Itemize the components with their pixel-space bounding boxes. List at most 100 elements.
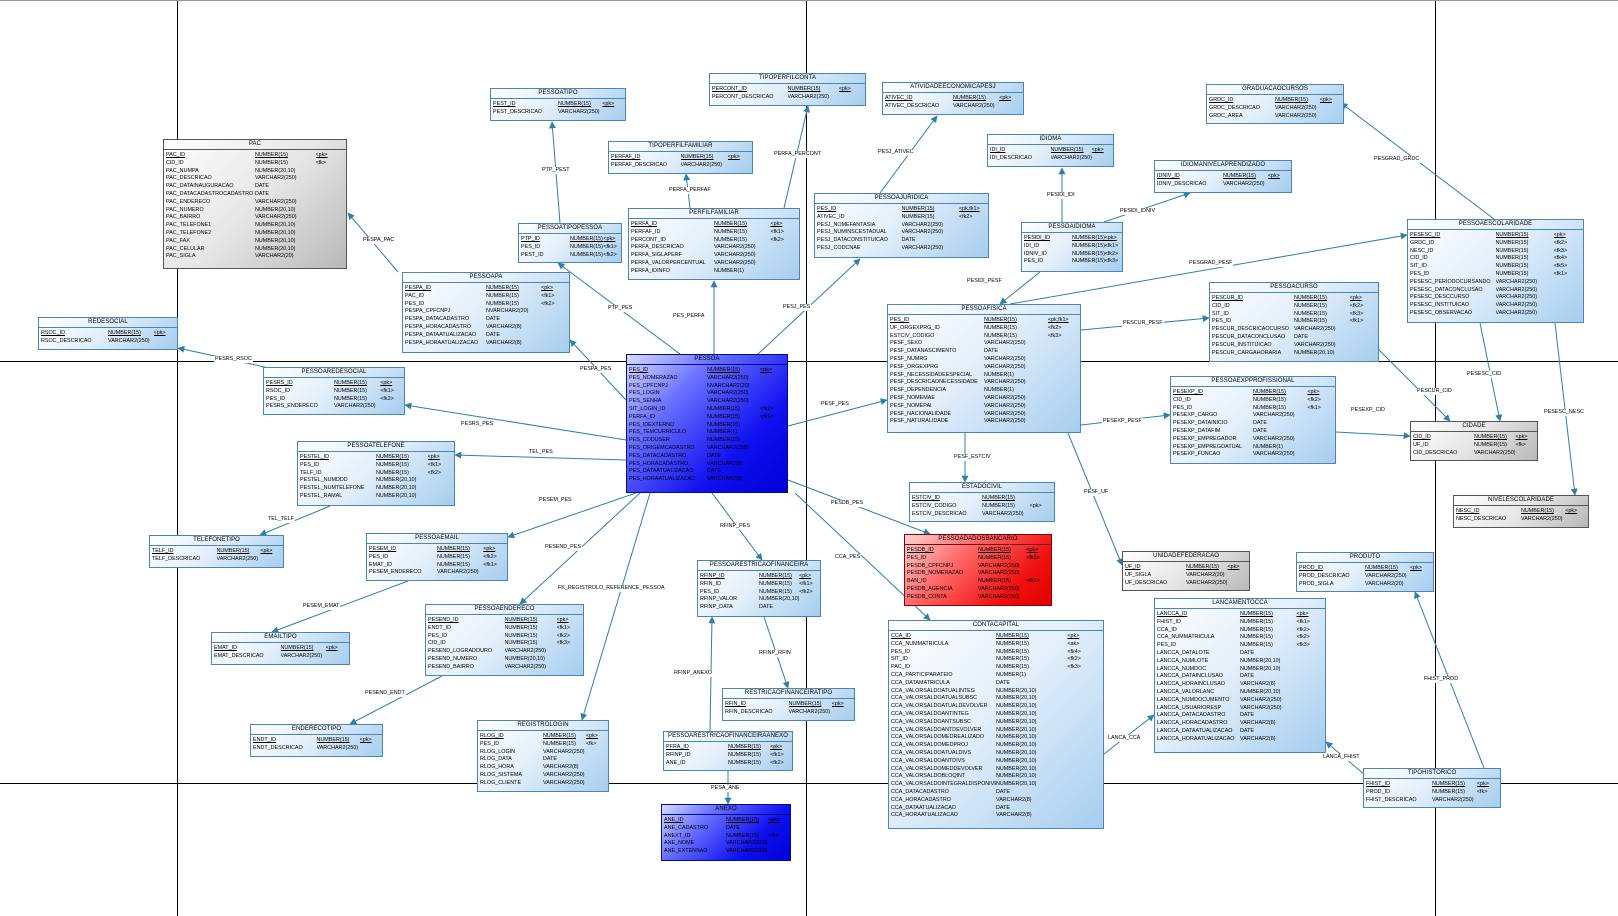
relationship-label-pescur_cid[interactable]: PESCUR_CID	[1416, 388, 1453, 395]
relationship-label-ptp_pest[interactable]: PTP_PEST	[541, 167, 571, 174]
relationship-label-pesf_pac[interactable]: PESPA_PAC	[362, 237, 396, 244]
relationship-label-pesdb_pes[interactable]: PESDB_PES	[830, 500, 865, 507]
relationship-label-pesj_pes[interactable]: PESJ_PES	[782, 304, 812, 311]
relationship-label-lanca_fhist[interactable]: LANCA_FHIST	[1322, 754, 1361, 761]
relationship-label-pescur_pesf[interactable]: PESCUR_PESF	[1122, 320, 1164, 327]
column-key	[760, 476, 785, 484]
column-key	[1296, 673, 1323, 681]
relationship-label-pesesc_cid[interactable]: PESESC_CID	[1466, 371, 1503, 378]
column-name: CCA_VALORSALDOBLOQINT	[891, 773, 966, 780]
column-key: <pk>	[727, 154, 740, 160]
column-type: VARCHAR2(8)	[1240, 720, 1276, 727]
relationship-label-pesa_ane[interactable]: PESA_ANE	[710, 785, 741, 792]
column-name: LANCCA_DATALOTE	[1157, 649, 1210, 656]
relationship-line-pessoa-to-registrologin[interactable]	[580, 492, 651, 721]
relationship-label-pesgrad_pesf[interactable]: PESGRAD_PESF	[1188, 260, 1234, 267]
relationship-label-pesesc_nesc[interactable]: PESESC_NESC	[1543, 409, 1585, 416]
relationship-line-pessoaidioma-to-pessoafisica[interactable]	[999, 271, 1041, 305]
column-name: PES_ID	[428, 632, 448, 639]
relationship-label-perfa_perfaf[interactable]: PERFA_PERFAF	[668, 187, 712, 194]
relationship-label-pesf_pes[interactable]: PESF_PES	[820, 401, 850, 408]
relationship-line-pessoafisica-to-unidadefederacao[interactable]	[1067, 432, 1123, 566]
relationship-label-pesend_endt[interactable]: PESEND_ENDT	[364, 690, 406, 697]
relationship-label-pesf_uf[interactable]: PESF_UF	[1083, 489, 1110, 496]
relationship-label-pesexp_pesf[interactable]: PESEXP_PESF	[1102, 418, 1143, 425]
relationship-label-tel_telf[interactable]: TEL_TELF	[267, 516, 296, 523]
relationship-label-fk_registrologin[interactable]: FK_REGISTROLO_REFERENCE_PESSOA	[557, 585, 666, 592]
relationship-label-ptp_pes[interactable]: PTP_PES	[607, 305, 634, 312]
column-type: NUMBER(15)	[1495, 232, 1529, 238]
relationship-line-pessoaendereco-to-enderecotipo[interactable]	[349, 675, 443, 725]
column-type: VARCHAR2(250)	[1253, 435, 1295, 442]
relationship-label-cca_pes[interactable]: CCA_PES	[834, 554, 862, 561]
relationship-label-pesidi_idi[interactable]: PESIDI_IDI	[1046, 192, 1076, 199]
relationship-label-pesend_pes[interactable]: PESEND_PES	[544, 544, 582, 551]
relationship-label-perfa_percont[interactable]: PERFA_PERCONT	[773, 151, 823, 158]
relationship-label-pesf_estciv[interactable]: PESF_ESTCIV	[953, 454, 992, 461]
relationship-label-rfinp_anexo[interactable]: RFINP_ANEXO	[673, 670, 714, 677]
relationship-label-pespa_pes[interactable]: PESPA_PES	[579, 366, 613, 373]
relationship-line-pessoa-to-pessoaredesocial[interactable]	[404, 402, 627, 441]
relationship-label-pesidi_idniv[interactable]: PESIDI_IDNIV	[1119, 208, 1157, 215]
relationship-label-pesgrad_grdc[interactable]: PESGRAD_GRDC	[1373, 156, 1421, 163]
relationship-label-lanca_cca[interactable]: LANCA_CCA	[1107, 735, 1142, 742]
relationship-label-pesrs_rsoc[interactable]: PESRS_RSOC	[214, 356, 253, 363]
relationship-label-rfinp_pes[interactable]: RFINP_PES	[719, 523, 751, 530]
relationship-label-pes_perfa[interactable]: PES_PERFA	[672, 313, 706, 320]
relationship-label-fhist_prod[interactable]: FHIST_PROD	[1423, 676, 1460, 683]
relationship-label-tel_pes[interactable]: TEL_PES	[528, 449, 554, 456]
relationship-label-pesrs_pes[interactable]: PESRS_PES	[460, 421, 495, 428]
relationship-label-pesj_ativec[interactable]: PESJ_ATIVEC	[877, 149, 915, 156]
relationship-label-pesidi_pesf[interactable]: PESIDI_PESF	[966, 278, 1003, 285]
relationship-line-pessoaexpprofissional-to-cidade[interactable]	[1335, 431, 1411, 440]
relationship-label-rfinp_rfin[interactable]: RFINP_RFIN	[758, 650, 792, 657]
relationship-label-pesem_emat[interactable]: PESEM_EMAT	[302, 603, 341, 610]
relationship-label-pesem_pes[interactable]: PESEM_PES	[538, 497, 573, 504]
relationship-label-pesexp_cid[interactable]: PESEXP_CID	[1350, 407, 1386, 414]
column-type: VARCHAR2(20)	[255, 253, 294, 260]
